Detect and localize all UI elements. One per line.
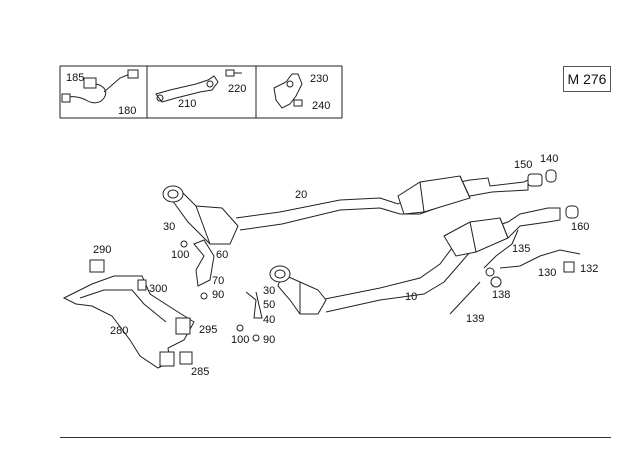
rear-pipe-20: [162, 175, 529, 245]
callout-230: 230: [310, 73, 329, 85]
callout-220: 220: [228, 83, 247, 95]
pipe-clamps: [527, 169, 579, 219]
callout-240: 240: [312, 100, 331, 112]
callout-160: 160: [571, 221, 590, 233]
callout-130: 130: [538, 267, 557, 279]
callout-210: 210: [178, 98, 197, 110]
callout-185: 185: [66, 72, 85, 84]
front-pipe-10: [269, 207, 561, 315]
callout-10: 10: [405, 291, 418, 303]
callout-300: 300: [149, 283, 168, 295]
callout-90-upper: 90: [212, 289, 225, 301]
callout-30-lower: 30: [263, 285, 276, 297]
sensor-wire: [449, 229, 581, 315]
engine-code-badge: M 276: [563, 66, 611, 92]
callout-150: 150: [514, 159, 533, 171]
callout-30-upper: 30: [163, 221, 176, 233]
callout-285: 285: [191, 366, 210, 378]
subframe-mount-280: [62, 259, 195, 369]
oxygen-sensor-drawing: [61, 69, 139, 104]
callout-290: 290: [93, 244, 112, 256]
callout-90-lower: 90: [263, 334, 276, 346]
bracket-drawing: [155, 69, 242, 103]
callout-180: 180: [118, 105, 137, 117]
callout-70: 70: [212, 275, 225, 287]
callout-60: 60: [216, 249, 229, 261]
callout-135: 135: [512, 243, 531, 255]
hanger-brackets: [180, 239, 263, 342]
callout-280: 280: [110, 325, 129, 337]
callout-295: 295: [199, 324, 218, 336]
callout-40: 40: [263, 314, 276, 326]
callout-140: 140: [540, 153, 559, 165]
callout-20: 20: [295, 189, 308, 201]
bottom-rule: [60, 437, 611, 438]
callout-50: 50: [263, 299, 276, 311]
callout-100-lower: 100: [231, 334, 250, 346]
callout-138: 138: [492, 289, 511, 301]
callout-132: 132: [580, 263, 599, 275]
callout-100-upper: 100: [171, 249, 190, 261]
mount-drawing: [273, 73, 303, 109]
callout-139: 139: [466, 313, 485, 325]
